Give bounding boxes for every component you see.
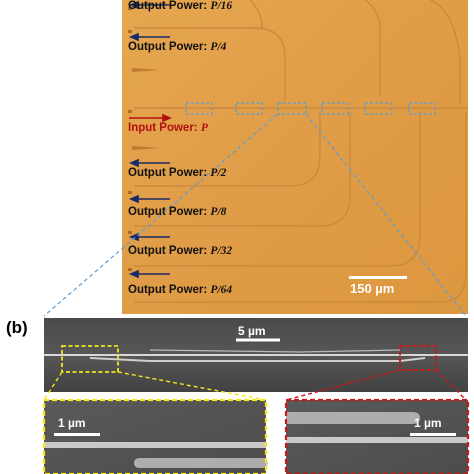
- coupler-box-1: [185, 102, 213, 115]
- chip-micrograph: [122, 0, 468, 314]
- sem-yellow-box: [61, 345, 119, 373]
- sem-image: [44, 318, 468, 392]
- scale-label-1um-left: 1 µm: [58, 416, 86, 430]
- right-inset: [284, 398, 470, 474]
- left-inset: [42, 398, 268, 474]
- scale-bar-1um-right: [410, 433, 456, 436]
- output-arrow-4: [128, 194, 170, 204]
- input-arrow: [129, 113, 173, 123]
- zoom-lines: [43, 113, 467, 317]
- label-output-p2: Output Power: P/2: [128, 167, 227, 179]
- sem-red-box: [399, 345, 437, 371]
- output-arrow-6: [128, 269, 170, 279]
- label-output-p64: Output Power: P/64: [128, 284, 233, 296]
- output-arrow-3: [128, 158, 170, 168]
- coupler-box-4: [321, 102, 349, 115]
- label-output-p32: Output Power: P/32: [128, 245, 233, 257]
- coupler-box-6: [408, 102, 436, 115]
- output-arrow-2: [128, 32, 170, 42]
- coupler-box-5: [364, 102, 392, 115]
- coupler-box-2: [235, 102, 263, 115]
- label-output-p8: Output Power: P/8: [128, 206, 227, 218]
- scale-bar-1um-left: [54, 433, 100, 436]
- scale-label-150um: 150 µm: [350, 281, 395, 296]
- scale-label-5um: 5 µm: [238, 324, 266, 338]
- label-input-p: Input Power: P: [128, 122, 208, 134]
- label-output-p16: Output Power: P/16: [128, 0, 233, 12]
- scale-bar-150um: [349, 276, 407, 279]
- panel-b-label: (b): [6, 318, 28, 337]
- coupler-box-3: [277, 102, 307, 115]
- output-arrow-1: [128, 0, 170, 10]
- scale-label-1um-right: 1 µm: [414, 416, 442, 430]
- label-output-p4: Output Power: P/4: [128, 41, 227, 53]
